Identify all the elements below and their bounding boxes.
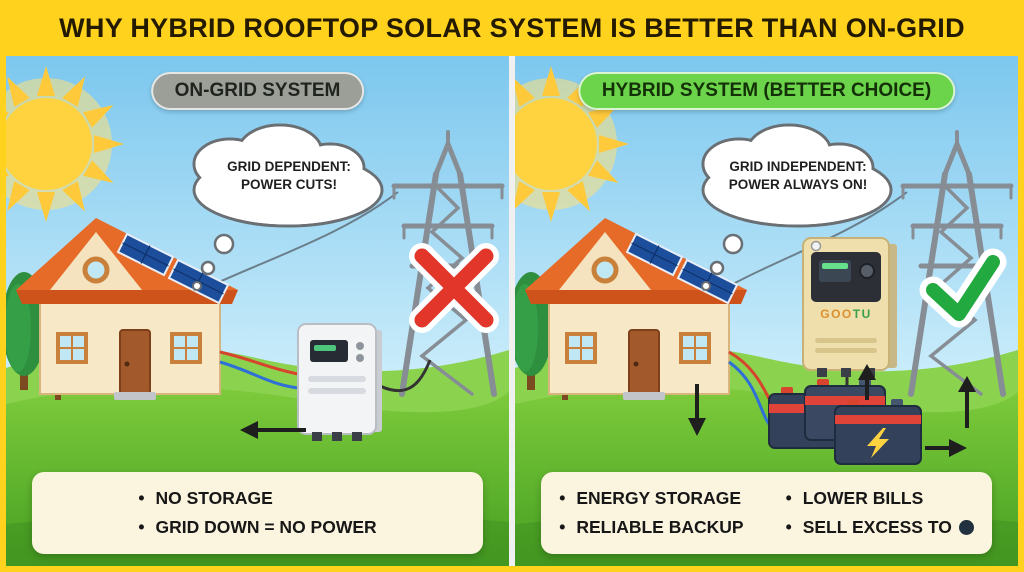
bullet-item: LOWER BILLS — [786, 484, 974, 513]
inverter-brand: GOOTU — [803, 307, 889, 321]
flow-arrow-up-battery — [858, 364, 876, 400]
comparison-panels: ON-GRID SYSTEM GRID DEPENDENT: POWER CUT… — [6, 56, 1018, 566]
grid-globe-icon — [958, 520, 974, 536]
lightning-icon — [867, 428, 889, 458]
check-mark-icon — [919, 248, 1007, 328]
window — [679, 332, 711, 364]
bullet-text: SELL EXCESS TO — [802, 517, 952, 538]
thought-line: GRID INDEPENDENT: — [729, 159, 867, 174]
info-box-hybrid: ENERGY STORAGE RELIABLE BACKUP LOWER BIL… — [541, 472, 992, 554]
banner-title: WHY HYBRID ROOFTOP SOLAR SYSTEM IS BETTE… — [59, 12, 965, 43]
wire-blue — [219, 360, 299, 390]
window — [56, 332, 88, 364]
thought-text-on-grid: GRID DEPENDENT: POWER CUTS! — [189, 158, 389, 194]
flow-arrow-left — [240, 421, 306, 439]
sun-icon — [515, 66, 629, 222]
panel-on-grid: ON-GRID SYSTEM GRID DEPENDENT: POWER CUT… — [6, 56, 509, 566]
wire-blue — [728, 360, 771, 425]
thought-bubble — [192, 123, 384, 291]
house — [16, 218, 238, 400]
battery-bank — [768, 379, 922, 465]
info-box-on-grid: NO STORAGE GRID DOWN = NO POWER — [32, 472, 483, 554]
hybrid-inverter — [802, 237, 897, 377]
flow-arrow-right-grid — [925, 439, 967, 457]
thought-line: POWER CUTS! — [241, 176, 337, 192]
transmission-tower — [391, 130, 505, 397]
window — [565, 332, 597, 364]
hybrid-bullet-list-right: LOWER BILLS SELL EXCESS TO — [786, 484, 974, 542]
house — [525, 218, 747, 400]
wire-red — [219, 350, 299, 376]
bullet-item: ENERGY STORAGE — [559, 484, 743, 513]
on-grid-bullet-list: NO STORAGE GRID DOWN = NO POWER — [138, 484, 376, 542]
wire-grid — [379, 359, 432, 393]
banner: WHY HYBRID ROOFTOP SOLAR SYSTEM IS BETTE… — [0, 0, 1024, 56]
sun-icon — [6, 66, 124, 222]
thought-bubble — [701, 123, 893, 291]
panel-title-hybrid: HYBRID SYSTEM (BETTER CHOICE) — [577, 72, 956, 110]
brand-text: TU — [852, 307, 872, 321]
flow-arrow-down — [688, 384, 706, 436]
bullet-item: RELIABLE BACKUP — [559, 513, 743, 542]
x-mark-icon — [409, 243, 499, 333]
panel-title-on-grid: ON-GRID SYSTEM — [150, 72, 365, 110]
thought-text-hybrid: GRID INDEPENDENT: POWER ALWAYS ON! — [698, 158, 898, 194]
brand-text: GOO — [820, 307, 853, 321]
string-inverter — [297, 323, 382, 441]
thought-line: POWER ALWAYS ON! — [728, 176, 868, 192]
bullet-item: SELL EXCESS TO — [786, 513, 974, 542]
hybrid-bullet-list-left: ENERGY STORAGE RELIABLE BACKUP — [559, 484, 743, 542]
flow-arrow-up-grid — [958, 376, 976, 428]
bullet-item: GRID DOWN = NO POWER — [138, 513, 376, 542]
panel-hybrid: HYBRID SYSTEM (BETTER CHOICE) GRID INDEP… — [515, 56, 1018, 566]
window — [170, 332, 202, 364]
thought-line: GRID DEPENDENT: — [227, 159, 351, 174]
bullet-item: NO STORAGE — [138, 484, 376, 513]
